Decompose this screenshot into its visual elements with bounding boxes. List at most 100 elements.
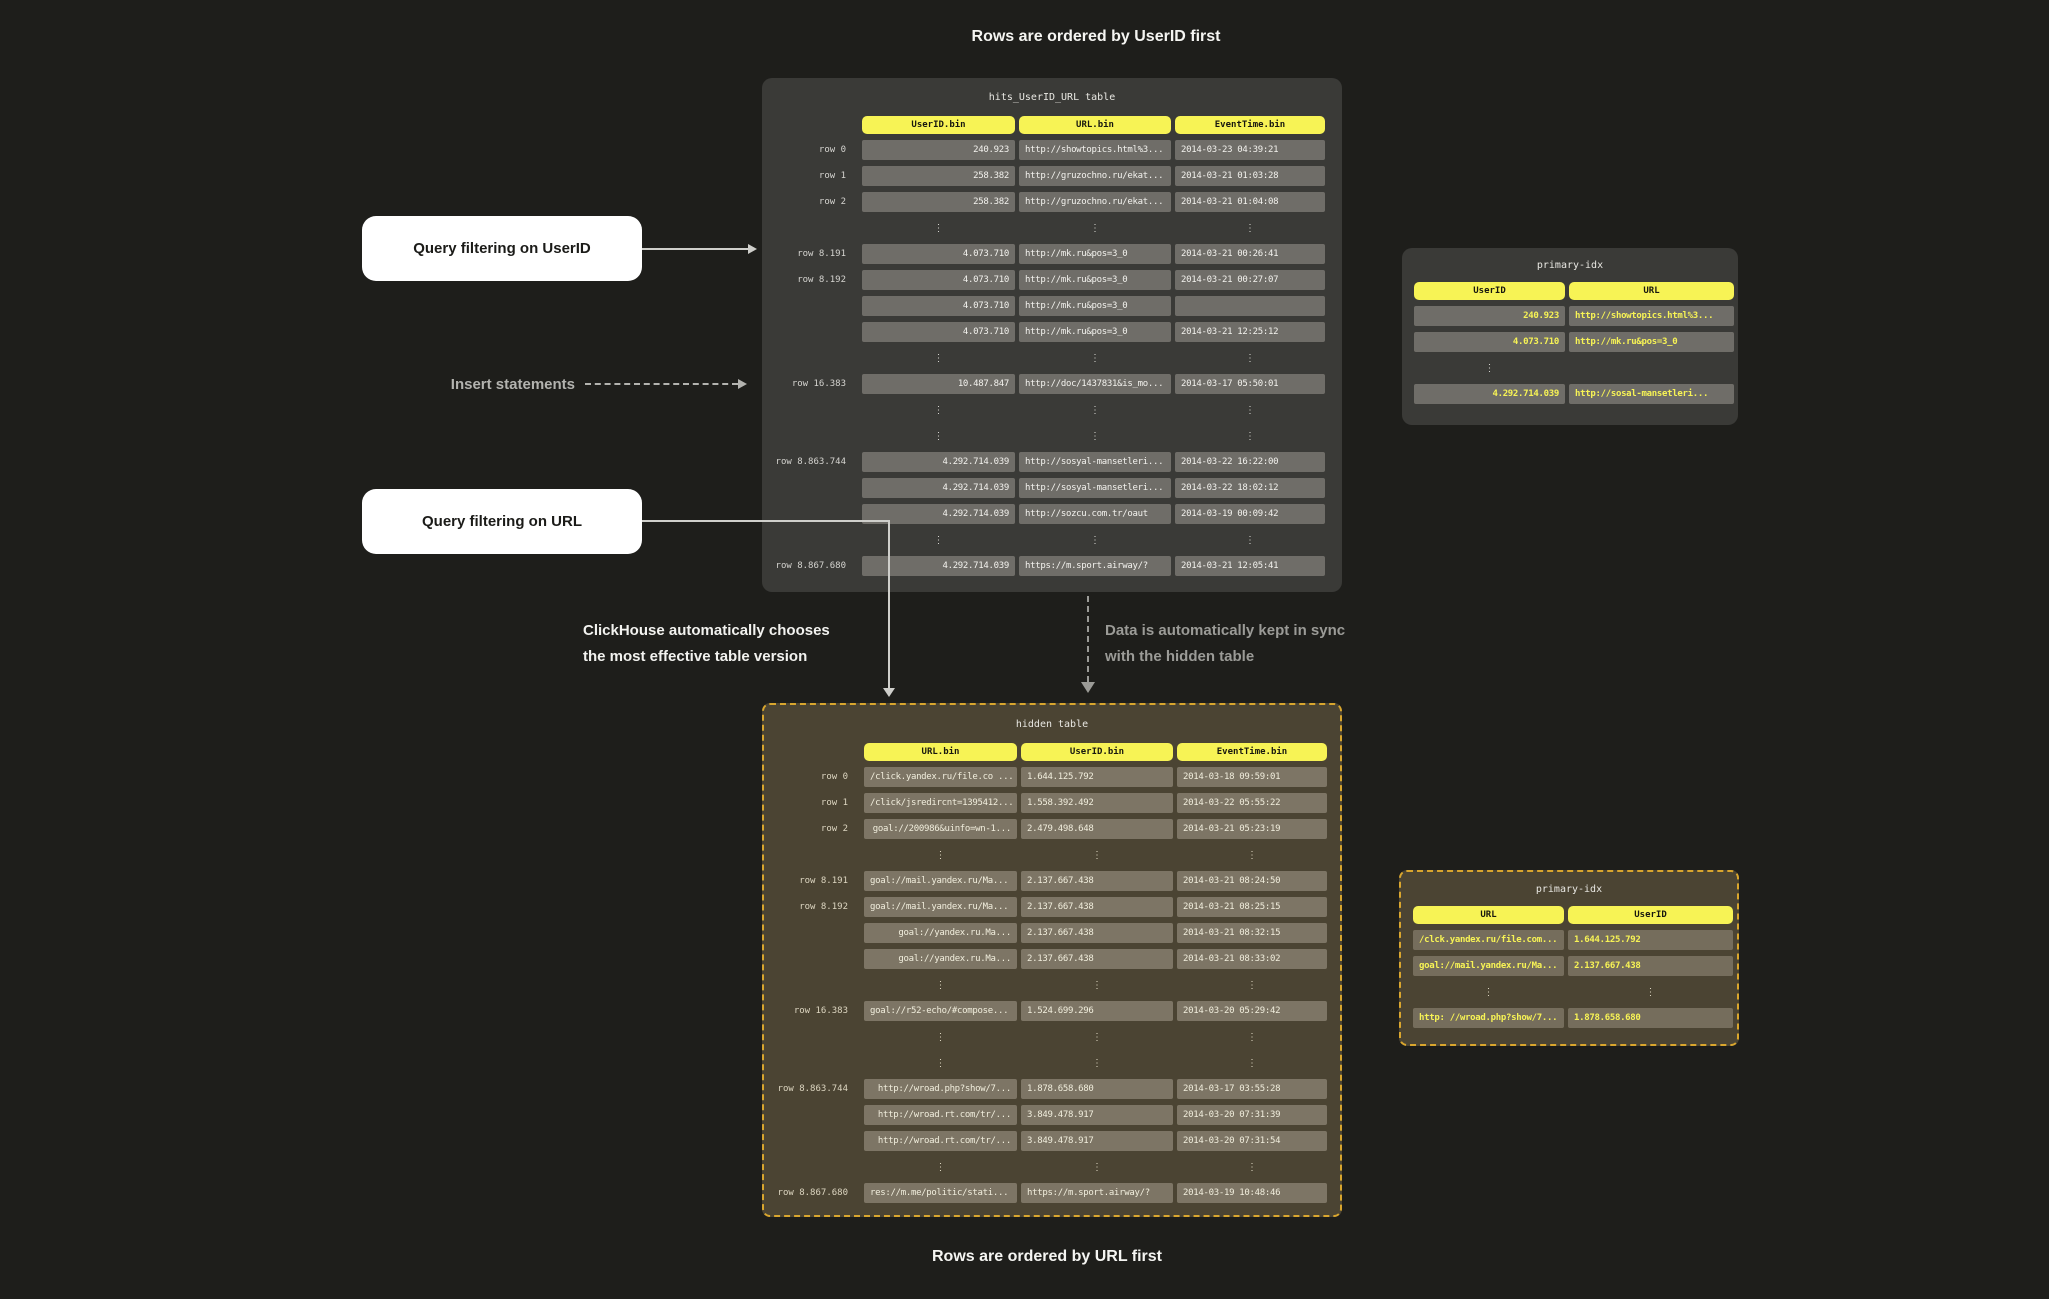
table-cell: 2014-03-21 00:27:07 [1175,270,1325,290]
table-cell: http://mk.ru&pos=3_0 [1019,322,1171,342]
ellipsis-cell: ⋮ [933,352,944,364]
table-cell: 2.137.667.438 [1021,949,1173,969]
column-header: URL [1413,906,1564,924]
chooses-line-2: the most effective table version [583,648,808,665]
ellipsis-cell: ⋮ [1247,849,1257,861]
row-label [770,322,858,342]
table-cell: 1.644.125.792 [1568,930,1733,950]
row-label [772,1157,860,1177]
table-cell: http://sozcu.com.tr/oaut [1019,504,1171,524]
column-header: EventTime.bin [1175,116,1325,134]
ellipsis-cell: ⋮ [1090,222,1100,234]
row-label: row 1 [820,798,848,808]
row-label [770,400,858,420]
arrow-insert-dashed-line [585,383,738,385]
row-label [770,478,858,498]
chooses-annotation: ClickHouse automatically chooses the mos… [583,618,830,670]
table-cell: http://wroad.php?show/7... [864,1079,1017,1099]
ellipsis-cell: ⋮ [935,1031,946,1043]
row-label [770,530,858,550]
table-cell: 2014-03-18 09:59:01 [1177,767,1327,787]
insert-statements-label: Insert statements [450,376,575,393]
row-label: row 8.192 [797,275,846,285]
table-cell: http://mk.ru&pos=3_0 [1569,332,1734,352]
ellipsis-cell: ⋮ [1247,1161,1257,1173]
bottom-title: Rows are ordered by URL first [932,1248,1162,1265]
ellipsis-cell: ⋮ [1092,1031,1102,1043]
arrow-query-userid-head-icon [748,244,757,254]
ellipsis-cell: ⋮ [1484,362,1495,374]
table-cell: 2.479.498.648 [1021,819,1173,839]
table-cell: http://mk.ru&pos=3_0 [1019,244,1171,264]
arrow-query-userid-line [642,248,748,250]
table-cell: 2014-03-22 16:22:00 [1175,452,1325,472]
table-cell: 2014-03-20 05:29:42 [1177,1001,1327,1021]
table-cell: 4.292.714.039 [862,478,1015,498]
table-title: hidden table [1015,719,1089,730]
ellipsis-cell: ⋮ [1245,534,1255,546]
table-cell: 3.849.478.917 [1021,1105,1173,1125]
ellipsis-cell: ⋮ [1245,352,1255,364]
ellipsis-cell: ⋮ [1245,222,1255,234]
table-cell: goal://mail.yandex.ru/Ma... [1413,956,1564,976]
header-spacer [772,743,860,761]
arrow-query-url-vline [888,520,890,690]
ellipsis-cell: ⋮ [933,222,944,234]
ellipsis-cell: ⋮ [935,1057,946,1069]
column-header: EventTime.bin [1177,743,1327,761]
row-label: row 8.192 [799,902,848,912]
row-label [772,1027,860,1047]
table-cell: 2014-03-21 01:03:28 [1175,166,1325,186]
query-filtering-userid-box: Query filtering on UserID [362,216,642,281]
table-cell: 2014-03-21 12:05:41 [1175,556,1325,576]
column-header: UserID [1568,906,1733,924]
table-cell: 2014-03-19 10:48:46 [1177,1183,1327,1203]
arrow-query-url-head-icon [883,688,895,697]
table-cell: https://m.sport.airway/? [1021,1183,1173,1203]
header-spacer [770,116,858,134]
table-cell: 2.137.667.438 [1021,897,1173,917]
table-cell: 3.849.478.917 [1021,1131,1173,1151]
table-cell: 4.073.710 [862,270,1015,290]
row-label: row 8.863.744 [777,1084,848,1094]
table-cell: goal://mail.yandex.ru/Ma... [864,871,1017,891]
row-label: row 8.867.680 [777,1188,848,1198]
row-label: row 8.863.744 [775,457,846,467]
table-cell: 1.558.392.492 [1021,793,1173,813]
ellipsis-cell [1569,358,1734,378]
ellipsis-cell: ⋮ [1245,404,1255,416]
table-cell: 2014-03-21 08:33:02 [1177,949,1327,969]
row-label [772,923,860,943]
table-cell: http://gruzochno.ru/ekat... [1019,166,1171,186]
table-cell: 1.878.658.680 [1021,1079,1173,1099]
ellipsis-cell: ⋮ [933,404,944,416]
ellipsis-cell: ⋮ [1092,1057,1102,1069]
ellipsis-cell: ⋮ [1092,979,1102,991]
table-cell: 2014-03-21 01:04:08 [1175,192,1325,212]
ellipsis-cell: ⋮ [1245,430,1255,442]
ellipsis-cell: ⋮ [935,849,946,861]
table-cell: 2.137.667.438 [1021,871,1173,891]
table-cell: 258.382 [862,166,1015,186]
row-label: row 8.867.680 [775,561,846,571]
table-cell: 4.292.714.039 [862,504,1015,524]
table-cell: 4.292.714.039 [862,452,1015,472]
row-label [772,1131,860,1151]
table-cell: http://showtopics.html%3... [1569,306,1734,326]
arrow-query-url-hline [642,520,890,522]
table-cell: goal://yandex.ru.Ma... [864,923,1017,943]
table-cell: 2014-03-22 05:55:22 [1177,793,1327,813]
table-title: primary-idx [1535,884,1603,895]
table-cell: 4.292.714.039 [862,556,1015,576]
table-cell: 2014-03-21 08:32:15 [1177,923,1327,943]
table-cell: http://sosyal-mansetleri... [1019,478,1171,498]
row-label [772,845,860,865]
row-label: row 16.383 [791,379,846,389]
table-cell: /clck.yandex.ru/file.com... [1413,930,1564,950]
